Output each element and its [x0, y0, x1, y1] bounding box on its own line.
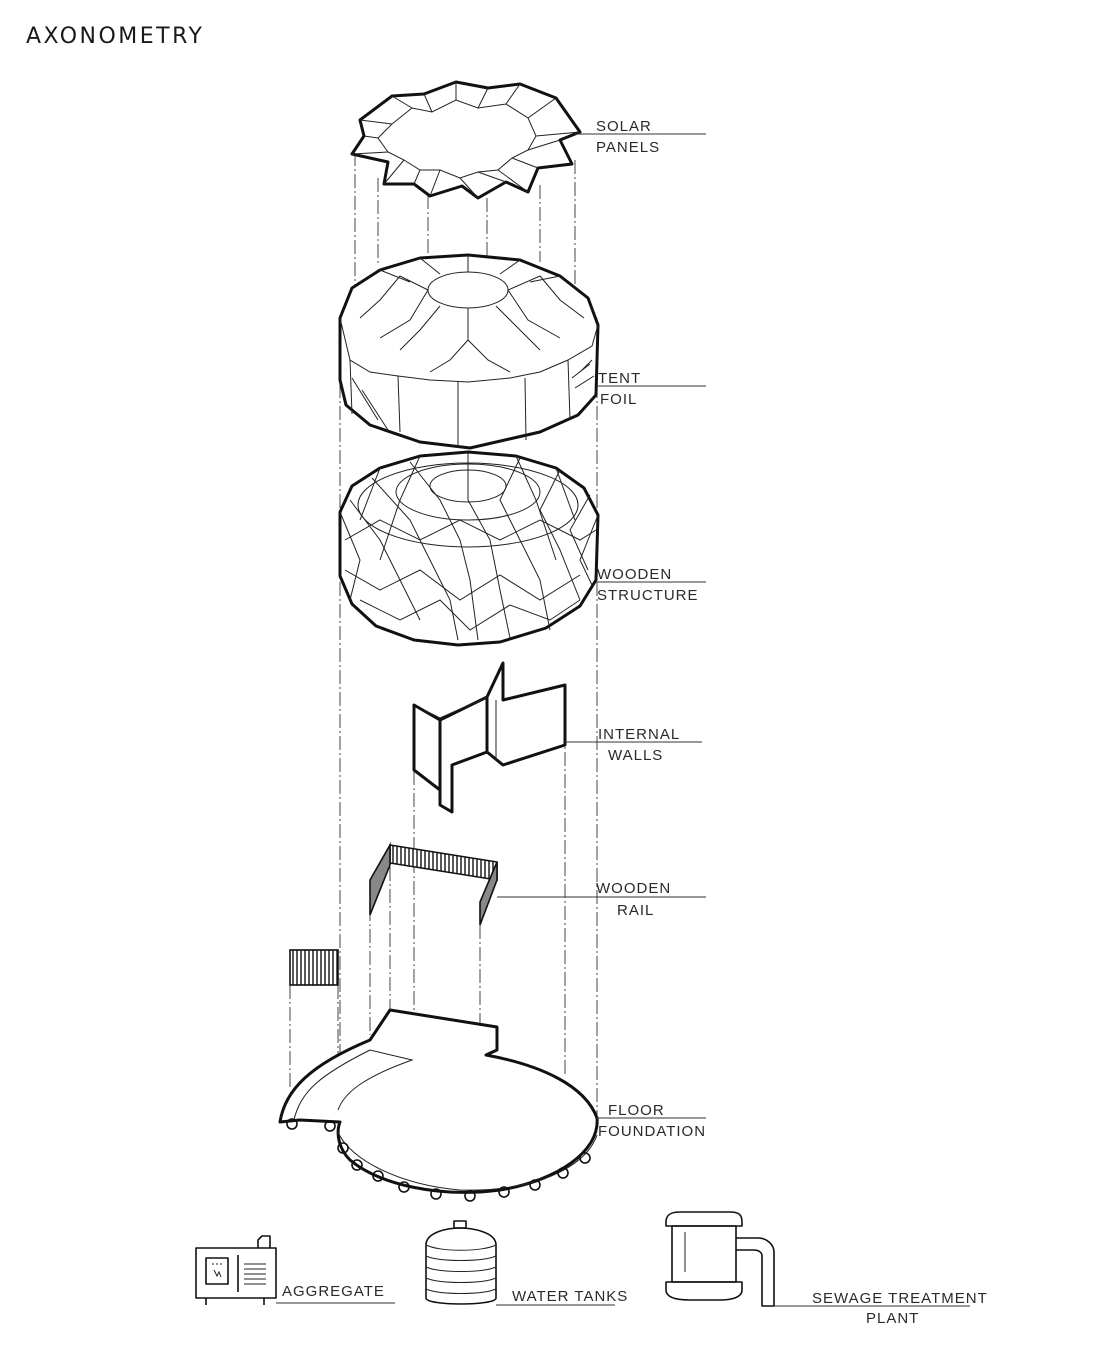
label-floor-foundation-line1: FLOOR: [608, 1102, 665, 1119]
label-wooden-structure-line1: WOODEN: [597, 566, 672, 583]
label-tent-foil: TENT FOIL: [597, 370, 706, 408]
label-solar-panels: SOLAR PANELS: [575, 118, 706, 156]
label-wooden-structure-line2: STRUCTURE: [597, 587, 699, 604]
label-aggregate: AGGREGATE: [282, 1283, 385, 1300]
label-sewage-plant-line1: SEWAGE TREATMENT: [812, 1290, 988, 1307]
label-solar-panels-line2: PANELS: [596, 139, 660, 156]
structure-lattice: [339, 452, 599, 641]
label-wooden-rail-line1: WOODEN: [596, 880, 671, 897]
label-water-tanks: WATER TANKS: [512, 1288, 628, 1305]
internal-walls-layer: [412, 661, 567, 814]
label-floor-foundation-line2: FOUNDATION: [598, 1123, 706, 1140]
label-internal-walls-line2: WALLS: [608, 747, 663, 764]
label-wooden-rail-line2: RAIL: [617, 902, 654, 919]
wooden-structure-layer: [338, 450, 600, 647]
label-tent-foil-line1: TENT: [598, 370, 641, 387]
sewage-plant-icon: [665, 1211, 775, 1307]
diagram-title: AXONOMETRY: [26, 24, 204, 49]
label-wooden-rail: WOODEN RAIL: [497, 880, 706, 919]
label-wooden-structure: WOODEN STRUCTURE: [597, 566, 706, 604]
solar-panels-layer: [350, 80, 582, 200]
label-sewage-plant-line2: PLANT: [866, 1310, 919, 1327]
label-internal-walls-line1: INTERNAL: [598, 726, 680, 743]
tent-foil-layer: [338, 253, 600, 450]
foundation-piles: [286, 1118, 591, 1202]
rail-segment: [289, 949, 339, 986]
label-tent-foil-line2: FOIL: [600, 391, 637, 408]
label-internal-walls: INTERNAL WALLS: [565, 726, 702, 764]
floor-foundation-layer: [278, 1008, 599, 1202]
label-floor-foundation: FLOOR FOUNDATION: [597, 1102, 706, 1140]
water-tank-icon: [425, 1220, 497, 1305]
label-solar-panels-line1: SOLAR: [596, 118, 652, 135]
aggregate-icon: [195, 1235, 277, 1305]
wooden-rail-layer: [289, 841, 498, 986]
